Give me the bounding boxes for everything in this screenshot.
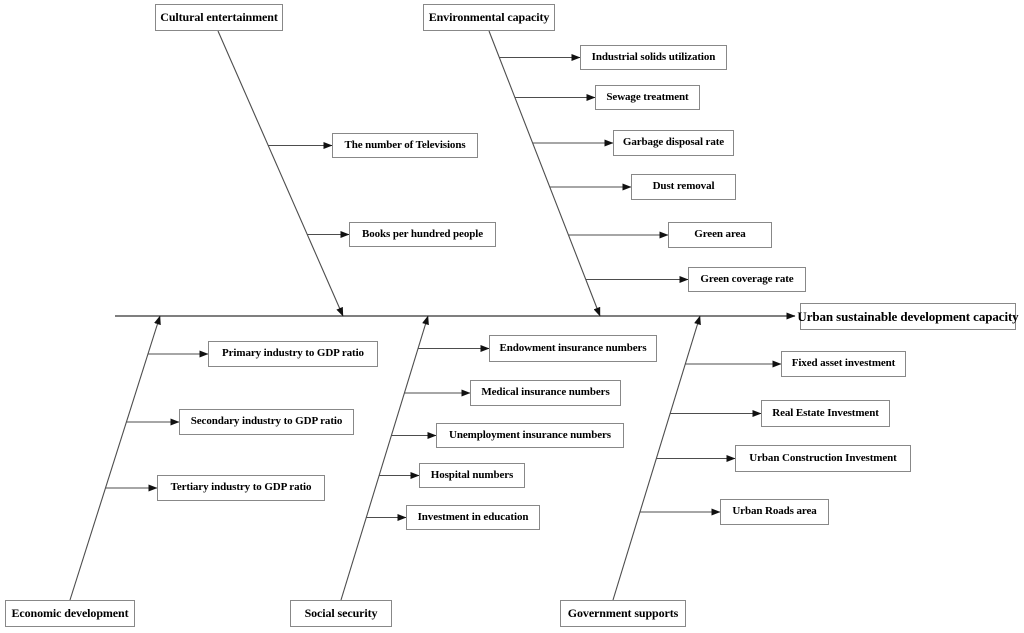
cause-box-social-security-2-label: Unemployment insurance numbers bbox=[448, 428, 611, 441]
cause-box-government-supports-1-label: Real Estate Investment bbox=[772, 406, 879, 419]
cause-box-social-security-3-label: Hospital numbers bbox=[430, 468, 514, 481]
cause-box-government-supports-3-label: Urban Roads area bbox=[732, 505, 817, 518]
cause-box-environmental-capacity-5-label: Green coverage rate bbox=[700, 272, 794, 285]
cause-box-social-security-2[interactable]: Unemployment insurance numbers bbox=[436, 423, 624, 448]
effect-box-label: Urban sustainable development capacity bbox=[797, 308, 1019, 324]
cause-box-environmental-capacity-3[interactable]: Dust removal bbox=[631, 174, 736, 200]
bone-line-social-security bbox=[340, 315, 429, 601]
cause-box-economic-development-0[interactable]: Primary industry to GDP ratio bbox=[208, 341, 378, 367]
cause-box-cultural-entertainment-1[interactable]: Books per hundred people bbox=[349, 222, 496, 247]
cause-box-economic-development-2[interactable]: Tertiary industry to GDP ratio bbox=[157, 475, 325, 501]
cause-box-economic-development-1[interactable]: Secondary industry to GDP ratio bbox=[179, 409, 354, 435]
cause-box-social-security-4-label: Investment in education bbox=[417, 510, 529, 523]
category-box-environmental-capacity-label: Environmental capacity bbox=[428, 10, 550, 25]
cause-box-government-supports-0[interactable]: Fixed asset investment bbox=[781, 351, 906, 377]
cause-box-economic-development-1-label: Secondary industry to GDP ratio bbox=[190, 415, 343, 428]
category-box-economic-development[interactable]: Economic development bbox=[5, 600, 135, 627]
cause-box-government-supports-0-label: Fixed asset investment bbox=[791, 357, 896, 370]
category-box-social-security[interactable]: Social security bbox=[290, 600, 392, 627]
cause-box-social-security-3[interactable]: Hospital numbers bbox=[419, 463, 525, 488]
cause-box-environmental-capacity-2-label: Garbage disposal rate bbox=[622, 136, 725, 149]
cause-box-social-security-0-label: Endowment insurance numbers bbox=[499, 341, 647, 354]
cause-box-environmental-capacity-5[interactable]: Green coverage rate bbox=[688, 267, 806, 292]
cause-box-government-supports-1[interactable]: Real Estate Investment bbox=[761, 400, 890, 427]
cause-box-government-supports-2[interactable]: Urban Construction Investment bbox=[735, 445, 911, 472]
cause-box-environmental-capacity-1[interactable]: Sewage treatment bbox=[595, 85, 700, 110]
cause-box-cultural-entertainment-0[interactable]: The number of Televisions bbox=[332, 133, 478, 158]
cause-box-social-security-4[interactable]: Investment in education bbox=[406, 505, 540, 530]
category-box-government-supports-label: Government supports bbox=[567, 606, 679, 621]
cause-box-environmental-capacity-0-label: Industrial solids utilization bbox=[591, 50, 716, 63]
cause-box-government-supports-2-label: Urban Construction Investment bbox=[749, 451, 897, 464]
category-box-cultural-entertainment-label: Cultural entertainment bbox=[160, 10, 278, 25]
bone-line-economic-development bbox=[69, 315, 161, 601]
category-box-government-supports[interactable]: Government supports bbox=[560, 600, 686, 627]
cause-box-cultural-entertainment-1-label: Books per hundred people bbox=[362, 227, 483, 240]
cause-box-environmental-capacity-4-label: Green area bbox=[694, 228, 746, 241]
cause-box-environmental-capacity-2[interactable]: Garbage disposal rate bbox=[613, 130, 734, 156]
category-box-economic-development-label: Economic development bbox=[11, 606, 129, 621]
category-box-social-security-label: Social security bbox=[304, 606, 378, 621]
category-box-environmental-capacity[interactable]: Environmental capacity bbox=[423, 4, 555, 31]
cause-box-social-security-1-label: Medical insurance numbers bbox=[481, 386, 610, 399]
cause-box-environmental-capacity-0[interactable]: Industrial solids utilization bbox=[580, 45, 727, 70]
cause-box-cultural-entertainment-0-label: The number of Televisions bbox=[344, 138, 466, 151]
cause-box-social-security-0[interactable]: Endowment insurance numbers bbox=[489, 335, 657, 362]
bone-line-environmental-capacity bbox=[488, 30, 601, 317]
cause-box-government-supports-3[interactable]: Urban Roads area bbox=[720, 499, 829, 525]
cause-box-social-security-1[interactable]: Medical insurance numbers bbox=[470, 380, 621, 406]
cause-box-environmental-capacity-3-label: Dust removal bbox=[652, 180, 715, 193]
cause-box-environmental-capacity-4[interactable]: Green area bbox=[668, 222, 772, 248]
cause-box-economic-development-0-label: Primary industry to GDP ratio bbox=[222, 347, 364, 360]
bones-group bbox=[69, 30, 796, 601]
cause-box-environmental-capacity-1-label: Sewage treatment bbox=[606, 90, 689, 103]
category-box-cultural-entertainment[interactable]: Cultural entertainment bbox=[155, 4, 283, 31]
cause-box-economic-development-2-label: Tertiary industry to GDP ratio bbox=[170, 481, 312, 494]
effect-box[interactable]: Urban sustainable development capacity bbox=[797, 303, 1019, 330]
bone-line-cultural-entertainment bbox=[217, 30, 344, 317]
